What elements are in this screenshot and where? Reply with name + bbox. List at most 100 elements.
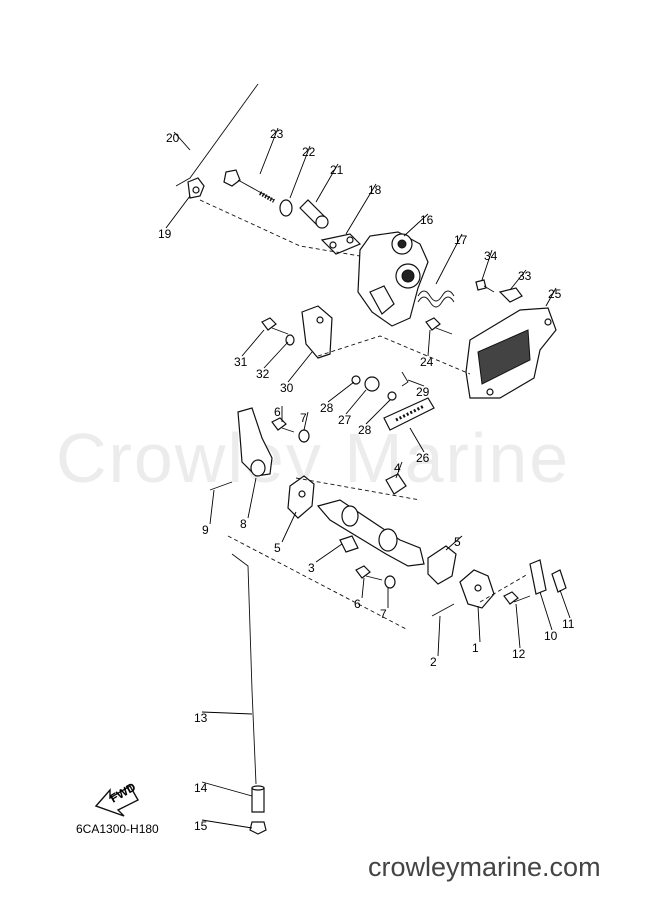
callout-leader-30 <box>287 351 313 383</box>
callout-leader-5 <box>281 511 297 543</box>
part-29-clip <box>401 371 409 387</box>
callout-leader-24 <box>427 329 431 357</box>
callout-5: 5 <box>454 535 461 549</box>
part-22-washer <box>279 199 293 217</box>
callout-leader-14 <box>201 781 253 797</box>
callout-leader-32 <box>263 341 289 369</box>
callout-27: 27 <box>338 413 352 427</box>
callout-7: 7 <box>380 607 387 621</box>
callout-13: 13 <box>194 711 208 725</box>
callout-16: 16 <box>420 213 434 227</box>
callout-leader-22 <box>289 145 311 199</box>
part-25-bracket <box>465 307 557 399</box>
part-8-lever <box>237 407 273 477</box>
callout-leader-1 <box>477 605 481 643</box>
callout-34: 34 <box>484 249 498 263</box>
callout-6: 6 <box>354 597 361 611</box>
callout-leader-9 <box>209 489 215 525</box>
part-5-bracket-left <box>287 475 315 519</box>
callout-leader-27 <box>345 389 367 415</box>
part-23-bolt <box>223 169 275 203</box>
site-url: crowleymarine.com <box>368 852 601 882</box>
part-30-plate <box>301 305 333 359</box>
part-27-collar <box>364 376 380 392</box>
callout-leader-11 <box>559 589 571 619</box>
callout-32: 32 <box>256 367 270 381</box>
part-9-pin <box>209 481 233 491</box>
callout-leader-33 <box>509 269 527 291</box>
callout-8: 8 <box>240 517 247 531</box>
callout-leader-28 <box>327 381 355 403</box>
part-15-nut <box>249 821 267 835</box>
callout-25: 25 <box>548 287 562 301</box>
part-4-clip <box>385 473 407 495</box>
callout-leader-21 <box>315 163 339 203</box>
callout-6: 6 <box>274 405 281 419</box>
callout-22: 22 <box>302 145 316 159</box>
part-18-link <box>320 233 362 255</box>
part-13-rod <box>231 553 257 785</box>
callout-18: 18 <box>368 183 382 197</box>
callout-15: 15 <box>194 819 208 833</box>
callout-leader-7 <box>303 411 309 431</box>
callout-leader-6 <box>361 577 365 599</box>
part-6-bolt-lower <box>355 565 383 581</box>
part-26-slider <box>383 397 435 431</box>
callout-11: 11 <box>562 617 575 631</box>
part-34-screw <box>475 279 495 293</box>
part-31-bolt <box>261 317 289 335</box>
callout-leader-16 <box>403 213 429 237</box>
callout-leader-13 <box>201 711 253 715</box>
part-21-collar <box>299 199 329 229</box>
callout-20: 20 <box>166 131 180 145</box>
callout-1: 1 <box>472 641 479 655</box>
callout-19: 19 <box>158 227 172 241</box>
callout-leader-34 <box>481 249 493 281</box>
part-17-spring <box>417 290 455 308</box>
part-24-bolt <box>425 317 453 335</box>
callout-leader-28 <box>365 399 391 425</box>
part-11-shim <box>551 569 567 593</box>
part-12-bolt <box>503 591 531 605</box>
callout-leader-5 <box>445 535 463 551</box>
callout-leader-19 <box>165 195 191 229</box>
part-19-rod-end <box>187 177 205 199</box>
callout-leader-15 <box>201 819 253 829</box>
part-33-clip <box>498 287 523 303</box>
callout-leader-23 <box>259 127 279 175</box>
callout-4: 4 <box>394 461 401 475</box>
callout-23: 23 <box>270 127 284 141</box>
callout-leader-4 <box>395 461 403 479</box>
callout-28: 28 <box>358 423 372 437</box>
callout-26: 26 <box>416 451 430 465</box>
callout-28: 28 <box>320 401 334 415</box>
callout-leader-8 <box>247 477 257 519</box>
part-3-shaft <box>316 499 425 567</box>
callout-24: 24 <box>420 355 434 369</box>
part-20-rod <box>175 83 259 187</box>
callout-30: 30 <box>280 381 294 395</box>
callout-leader-29 <box>407 379 425 387</box>
callout-29: 29 <box>416 385 430 399</box>
callout-31: 31 <box>234 355 248 369</box>
part-1-arm <box>459 569 495 609</box>
part-28-washer-b <box>387 391 397 401</box>
callout-12: 12 <box>512 647 526 661</box>
callout-33: 33 <box>518 269 532 283</box>
callout-9: 9 <box>202 523 209 537</box>
callout-14: 14 <box>194 781 208 795</box>
diagram-code: 6CA1300-H180 <box>76 822 159 836</box>
callout-10: 10 <box>544 629 558 643</box>
callout-leader-25 <box>545 287 557 307</box>
callout-leader-3 <box>315 543 343 563</box>
callout-2: 2 <box>430 655 437 669</box>
callout-5: 5 <box>274 541 281 555</box>
part-14-sleeve <box>251 785 265 813</box>
callout-3: 3 <box>308 561 315 575</box>
callout-leader-12 <box>515 603 521 649</box>
part-16-cam-assembly <box>357 231 429 327</box>
part-5-bracket-right <box>427 545 457 585</box>
